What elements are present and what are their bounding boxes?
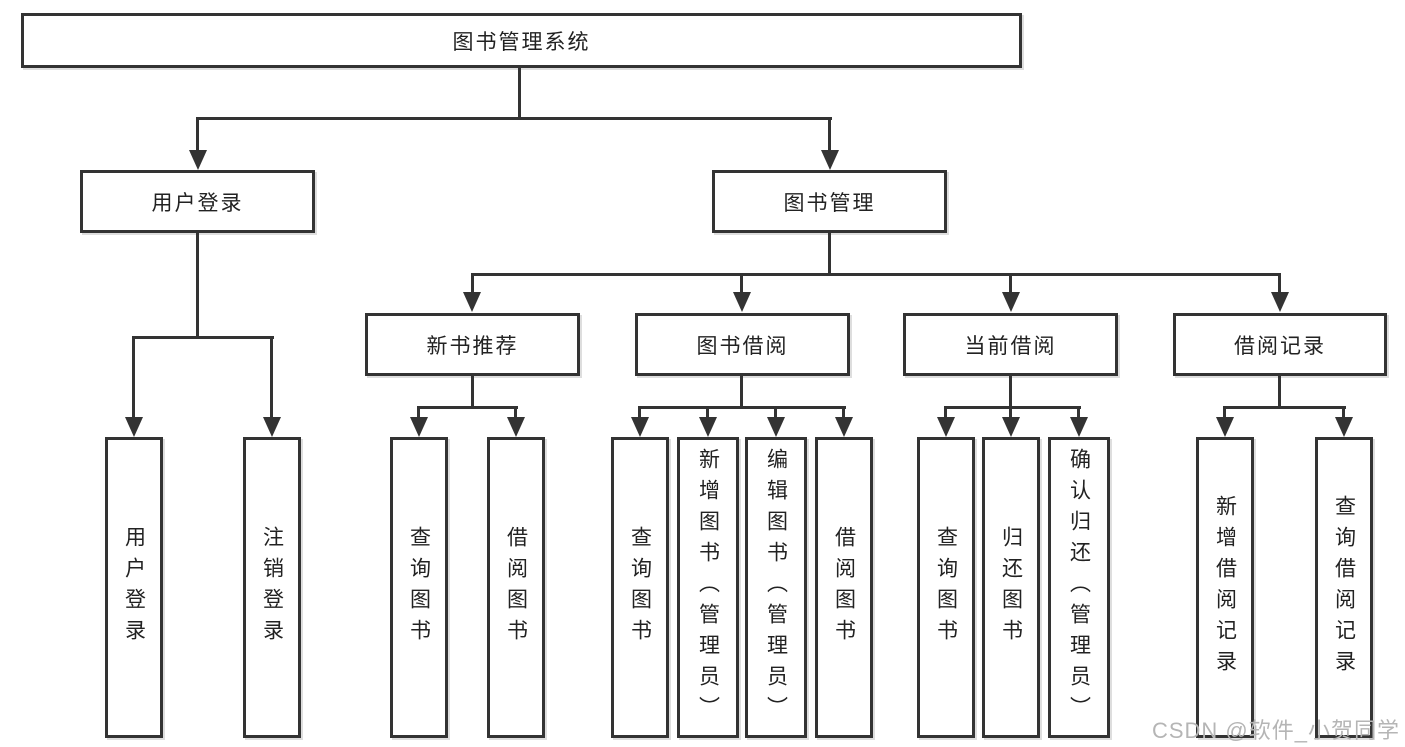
node-new-book-recommend: 新书推荐 xyxy=(365,313,580,376)
leaf-label: 借阅图书 xyxy=(832,525,856,650)
connector-newbook-drop-1 xyxy=(417,406,420,417)
leaf-label: 查询借阅记录 xyxy=(1332,494,1356,681)
leaf-label: 新增图书（管理员） xyxy=(696,448,720,727)
arrowhead-leaf-logout xyxy=(263,417,281,437)
node-system-root: 图书管理系统 xyxy=(21,13,1022,68)
node-leaf-current-query: 查询图书 xyxy=(917,437,975,738)
connector-bookborrow-drop-1 xyxy=(638,406,641,417)
arrowhead-book-borrow xyxy=(733,292,751,312)
connector-userlogin-drop-2 xyxy=(270,336,273,417)
arrowhead-borrow-record xyxy=(1271,292,1289,312)
node-leaf-borrow-borrow: 借阅图书 xyxy=(815,437,873,738)
arrowhead-bb-query xyxy=(631,417,649,437)
node-book-management: 图书管理 xyxy=(712,170,947,233)
connector-root-rail xyxy=(196,117,832,120)
leaf-label: 查询图书 xyxy=(934,525,958,650)
connector-userlogin-drop-1 xyxy=(132,336,135,417)
leaf-label: 用户登录 xyxy=(122,525,146,650)
connector-currentborrow-drop-3 xyxy=(1077,406,1080,417)
leaf-label: 新增借阅记录 xyxy=(1213,494,1237,681)
leaf-label: 查询图书 xyxy=(628,525,652,650)
csdn-watermark: CSDN @软件_小贺同学 xyxy=(1151,718,1400,743)
node-leaf-newbook-borrow: 借阅图书 xyxy=(487,437,545,738)
connector-newbook-stem xyxy=(471,376,474,407)
leaf-label: 编辑图书（管理员） xyxy=(764,448,788,727)
connector-bookborrow-stem xyxy=(740,376,743,407)
connector-userlogin-rail xyxy=(133,336,274,339)
arrowhead-cb-confirm xyxy=(1070,417,1088,437)
leaf-label: 归还图书 xyxy=(999,525,1023,650)
node-leaf-user-login: 用户登录 xyxy=(105,437,163,738)
connector-currentborrow-drop-1 xyxy=(944,406,947,417)
connector-bookborrow-drop-3 xyxy=(774,406,777,417)
node-leaf-record-add: 新增借阅记录 xyxy=(1196,437,1254,738)
arrowhead-book-management xyxy=(821,150,839,170)
leaf-label: 确认归还（管理员） xyxy=(1067,448,1091,727)
connector-bookborrow-drop-2 xyxy=(706,406,709,417)
connector-root-drop-right xyxy=(828,117,831,150)
connector-root-drop-left xyxy=(196,117,199,150)
connector-newbook-rail xyxy=(418,406,518,409)
arrowhead-current-borrow xyxy=(1002,292,1020,312)
connector-bookmgmt-rail xyxy=(471,273,1281,276)
arrowhead-br-query xyxy=(1335,417,1353,437)
node-leaf-borrow-query: 查询图书 xyxy=(611,437,669,738)
connector-bookmgmt-drop-2 xyxy=(740,273,743,292)
arrowhead-br-add xyxy=(1216,417,1234,437)
connector-bookborrow-rail xyxy=(639,406,846,409)
node-leaf-borrow-edit-admin: 编辑图书（管理员） xyxy=(745,437,807,738)
connector-bookmgmt-drop-3 xyxy=(1009,273,1012,292)
connector-currentborrow-rail xyxy=(945,406,1081,409)
connector-borrowrecord-drop-2 xyxy=(1342,406,1345,417)
node-leaf-logout: 注销登录 xyxy=(243,437,301,738)
connector-borrowrecord-rail xyxy=(1224,406,1346,409)
node-leaf-record-query: 查询借阅记录 xyxy=(1315,437,1373,738)
leaf-label: 注销登录 xyxy=(260,525,284,650)
arrowhead-cb-return xyxy=(1002,417,1020,437)
node-borrow-record: 借阅记录 xyxy=(1173,313,1387,376)
connector-bookmgmt-drop-1 xyxy=(471,273,474,292)
connector-bookmgmt-drop-4 xyxy=(1278,273,1281,292)
connector-borrowrecord-drop-1 xyxy=(1223,406,1226,417)
leaf-label: 查询图书 xyxy=(407,525,431,650)
arrowhead-new-book-recommend xyxy=(463,292,481,312)
connector-userlogin-stem xyxy=(196,233,199,337)
node-leaf-current-return: 归还图书 xyxy=(982,437,1040,738)
arrowhead-nb-borrow xyxy=(507,417,525,437)
node-current-borrow: 当前借阅 xyxy=(903,313,1118,376)
leaf-label: 借阅图书 xyxy=(504,525,528,650)
connector-root-stem xyxy=(518,68,521,118)
arrowhead-bb-add xyxy=(699,417,717,437)
node-user-login: 用户登录 xyxy=(80,170,315,233)
connector-newbook-drop-2 xyxy=(514,406,517,417)
arrowhead-leaf-user-login xyxy=(125,417,143,437)
arrowhead-bb-borrow xyxy=(835,417,853,437)
connector-currentborrow-drop-2 xyxy=(1009,406,1012,417)
node-leaf-newbook-query: 查询图书 xyxy=(390,437,448,738)
connector-bookmgmt-stem xyxy=(828,233,831,275)
connector-bookborrow-drop-4 xyxy=(842,406,845,417)
connector-currentborrow-stem xyxy=(1009,376,1012,407)
node-leaf-borrow-add-admin: 新增图书（管理员） xyxy=(677,437,739,738)
node-book-borrow: 图书借阅 xyxy=(635,313,850,376)
arrowhead-bb-edit xyxy=(767,417,785,437)
arrowhead-cb-query xyxy=(937,417,955,437)
connector-borrowrecord-stem xyxy=(1278,376,1281,407)
node-leaf-current-confirm-admin: 确认归还（管理员） xyxy=(1048,437,1110,738)
arrowhead-nb-query xyxy=(410,417,428,437)
arrowhead-user-login xyxy=(189,150,207,170)
